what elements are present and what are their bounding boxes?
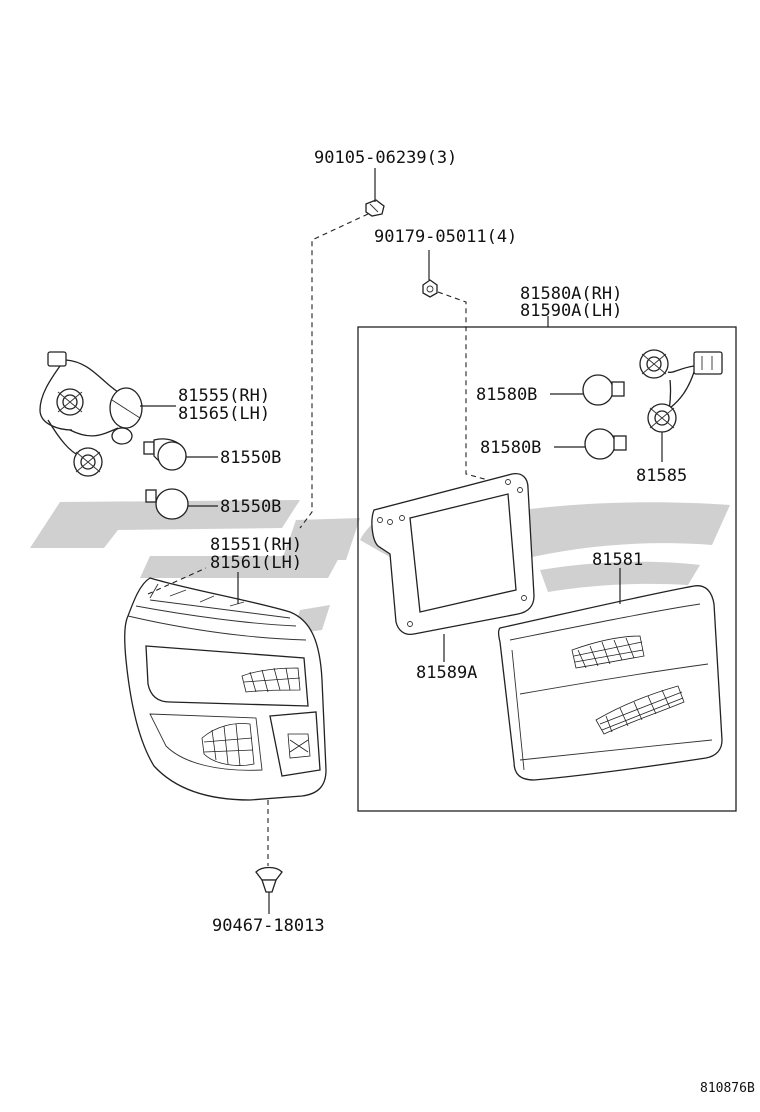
label-inner-lamp-assy-rh: 81580A(RH) [520, 284, 622, 304]
label-socket-wire-rh: 81555(RH) [178, 386, 270, 406]
inner-lamp-assembly-box [357, 326, 737, 812]
label-socket-wire-lh: 81565(LH) [178, 404, 270, 424]
inner-lens-hatch [571, 635, 685, 735]
label-inner-socket-wire: 81585 [636, 466, 687, 486]
label-bulb-outer-1: 81550B [220, 448, 281, 468]
rear-lamp-lens-hatch [201, 667, 311, 767]
socket-wire-inner [639, 349, 723, 433]
label-gasket: 81589A [416, 663, 477, 683]
label-bulb-inner-2: 81580B [480, 438, 541, 458]
label-screw-top: 90105-06239(3) [314, 148, 457, 168]
label-inner-lens: 81581 [592, 550, 643, 570]
label-bulb-outer-2: 81550B [220, 497, 281, 517]
inner-lens [497, 585, 723, 781]
dash-screw-to-lens [299, 213, 369, 529]
socket-wire-outer [39, 351, 143, 477]
bulb-outer-2 [145, 488, 189, 520]
bulb-inner-1 [582, 374, 625, 406]
rear-lamp-lens [124, 577, 327, 801]
clip-bottom [255, 866, 283, 893]
label-lens-lh: 81561(LH) [210, 553, 302, 573]
gasket [371, 472, 535, 636]
label-bulb-inner-1: 81580B [476, 385, 537, 405]
label-inner-lamp-assy-lh: 81590A(LH) [520, 301, 622, 321]
label-clip-bottom: 90467-18013 [212, 916, 325, 936]
label-lens-rh: 81551(RH) [210, 535, 302, 555]
dash-lens-to-screw [147, 567, 207, 595]
bulb-outer-1 [143, 438, 187, 471]
nut [422, 279, 438, 298]
diagram-code: 810876B [700, 1081, 755, 1096]
label-nut: 90179-05011(4) [374, 227, 517, 247]
bulb-inner-2 [584, 428, 627, 460]
screw-top [365, 199, 385, 217]
